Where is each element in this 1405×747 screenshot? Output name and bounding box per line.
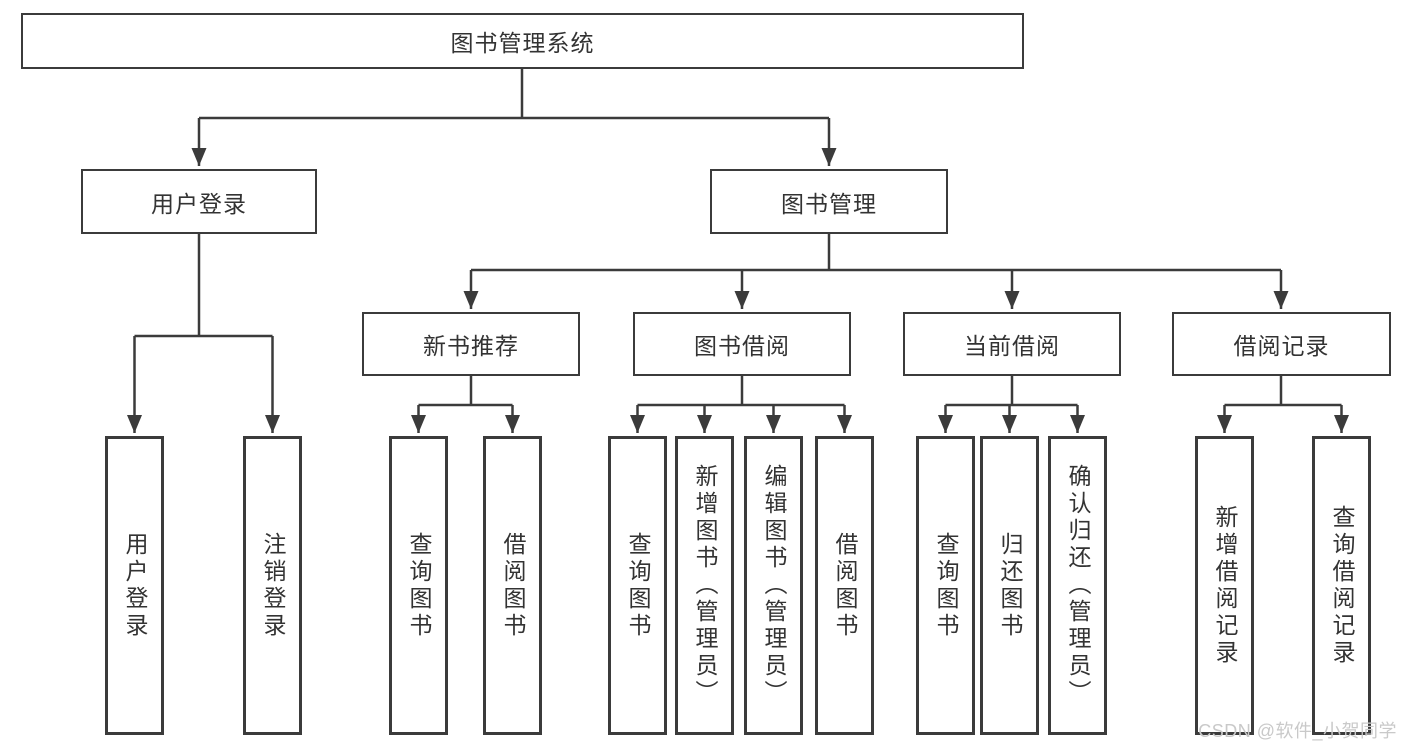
node-book-borrow: 图书借阅 xyxy=(633,312,851,376)
leaf-label: 归还图书 xyxy=(997,531,1023,640)
leaf-label: 注销登录 xyxy=(260,531,286,640)
leaf-label: 新增图书（管理员） xyxy=(692,464,718,707)
leaf-label: 借阅图书 xyxy=(832,531,858,640)
leaf-recommend-borrow-books: 借阅图书 xyxy=(483,436,542,735)
node-book-management: 图书管理 xyxy=(710,169,948,234)
leaf-current-query-books: 查询图书 xyxy=(916,436,975,735)
leaf-label: 查询借阅记录 xyxy=(1329,504,1355,667)
leaf-logout: 注销登录 xyxy=(243,436,302,735)
node-label: 当前借阅 xyxy=(964,333,1060,359)
leaf-borrow-lend-books: 借阅图书 xyxy=(815,436,874,735)
leaf-borrow-add-books-admin: 新增图书（管理员） xyxy=(675,436,734,735)
leaf-recommend-query-books: 查询图书 xyxy=(389,436,448,735)
leaf-records-add-record: 新增借阅记录 xyxy=(1195,436,1254,735)
node-label: 图书管理 xyxy=(781,190,877,217)
leaf-borrow-query-books: 查询图书 xyxy=(608,436,667,735)
node-label: 用户登录 xyxy=(151,190,247,217)
leaf-label: 编辑图书（管理员） xyxy=(761,464,787,707)
node-user-login: 用户登录 xyxy=(81,169,317,234)
node-borrow-records: 借阅记录 xyxy=(1172,312,1391,376)
leaf-label: 借阅图书 xyxy=(500,531,526,640)
leaf-label: 新增借阅记录 xyxy=(1212,504,1238,667)
node-current-borrow: 当前借阅 xyxy=(903,312,1121,376)
leaf-label: 查询图书 xyxy=(406,531,432,640)
leaf-label: 用户登录 xyxy=(122,531,148,640)
leaf-label: 查询图书 xyxy=(933,531,959,640)
leaf-label: 查询图书 xyxy=(625,531,651,640)
leaf-borrow-edit-books-admin: 编辑图书（管理员） xyxy=(744,436,803,735)
leaf-current-return-books: 归还图书 xyxy=(980,436,1039,735)
leaf-records-query-record: 查询借阅记录 xyxy=(1312,436,1371,735)
leaf-current-confirm-return-admin: 确认归还（管理员） xyxy=(1048,436,1107,735)
tree-edges xyxy=(127,69,1349,433)
node-label: 图书管理系统 xyxy=(450,30,595,56)
leaf-user-login: 用户登录 xyxy=(105,436,164,735)
node-root-library-system: 图书管理系统 xyxy=(21,13,1024,69)
node-new-book-recommend: 新书推荐 xyxy=(362,312,580,376)
node-label: 新书推荐 xyxy=(423,333,519,359)
node-label: 图书借阅 xyxy=(694,333,790,359)
node-label: 借阅记录 xyxy=(1233,333,1330,359)
leaf-label: 确认归还（管理员） xyxy=(1065,464,1091,707)
csdn-watermark: CSDN @软件_小贺同学 xyxy=(1198,721,1397,741)
